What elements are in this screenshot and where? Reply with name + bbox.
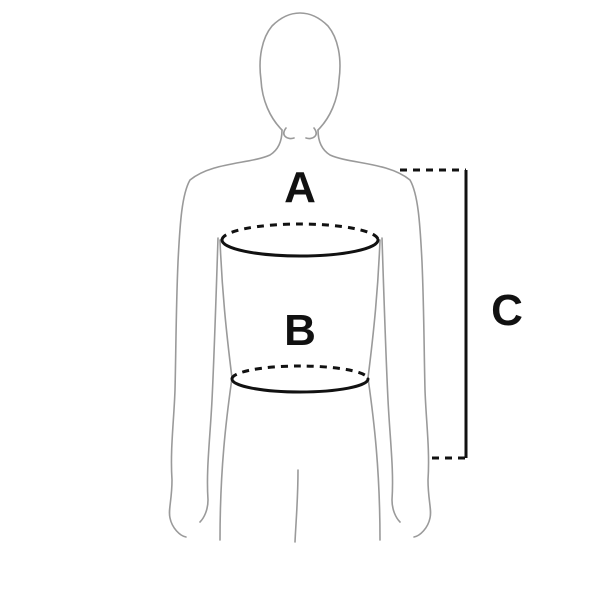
right-torso-side [367,239,381,541]
inner-leg-line [294,469,299,543]
chest-ellipse-front [220,238,380,258]
left-outer-contour [168,129,283,538]
label-c: C [491,286,523,335]
body-silhouette [168,12,432,543]
measurement-a-chest: A [220,163,380,258]
label-a: A [284,163,316,212]
measurement-c-length: C [400,168,523,460]
right-chest-line [305,127,317,140]
label-b: B [284,306,316,355]
measurement-b-waist: B [230,306,370,394]
waist-ellipse-back [230,364,370,380]
waist-ellipse-front [230,377,370,394]
head-outline [259,12,341,131]
left-chest-line [283,127,295,140]
left-torso-side [219,239,233,541]
chest-ellipse-back [220,222,380,241]
right-outer-contour [317,129,432,538]
left-arm-inner [199,237,219,523]
right-arm-inner [381,237,401,523]
